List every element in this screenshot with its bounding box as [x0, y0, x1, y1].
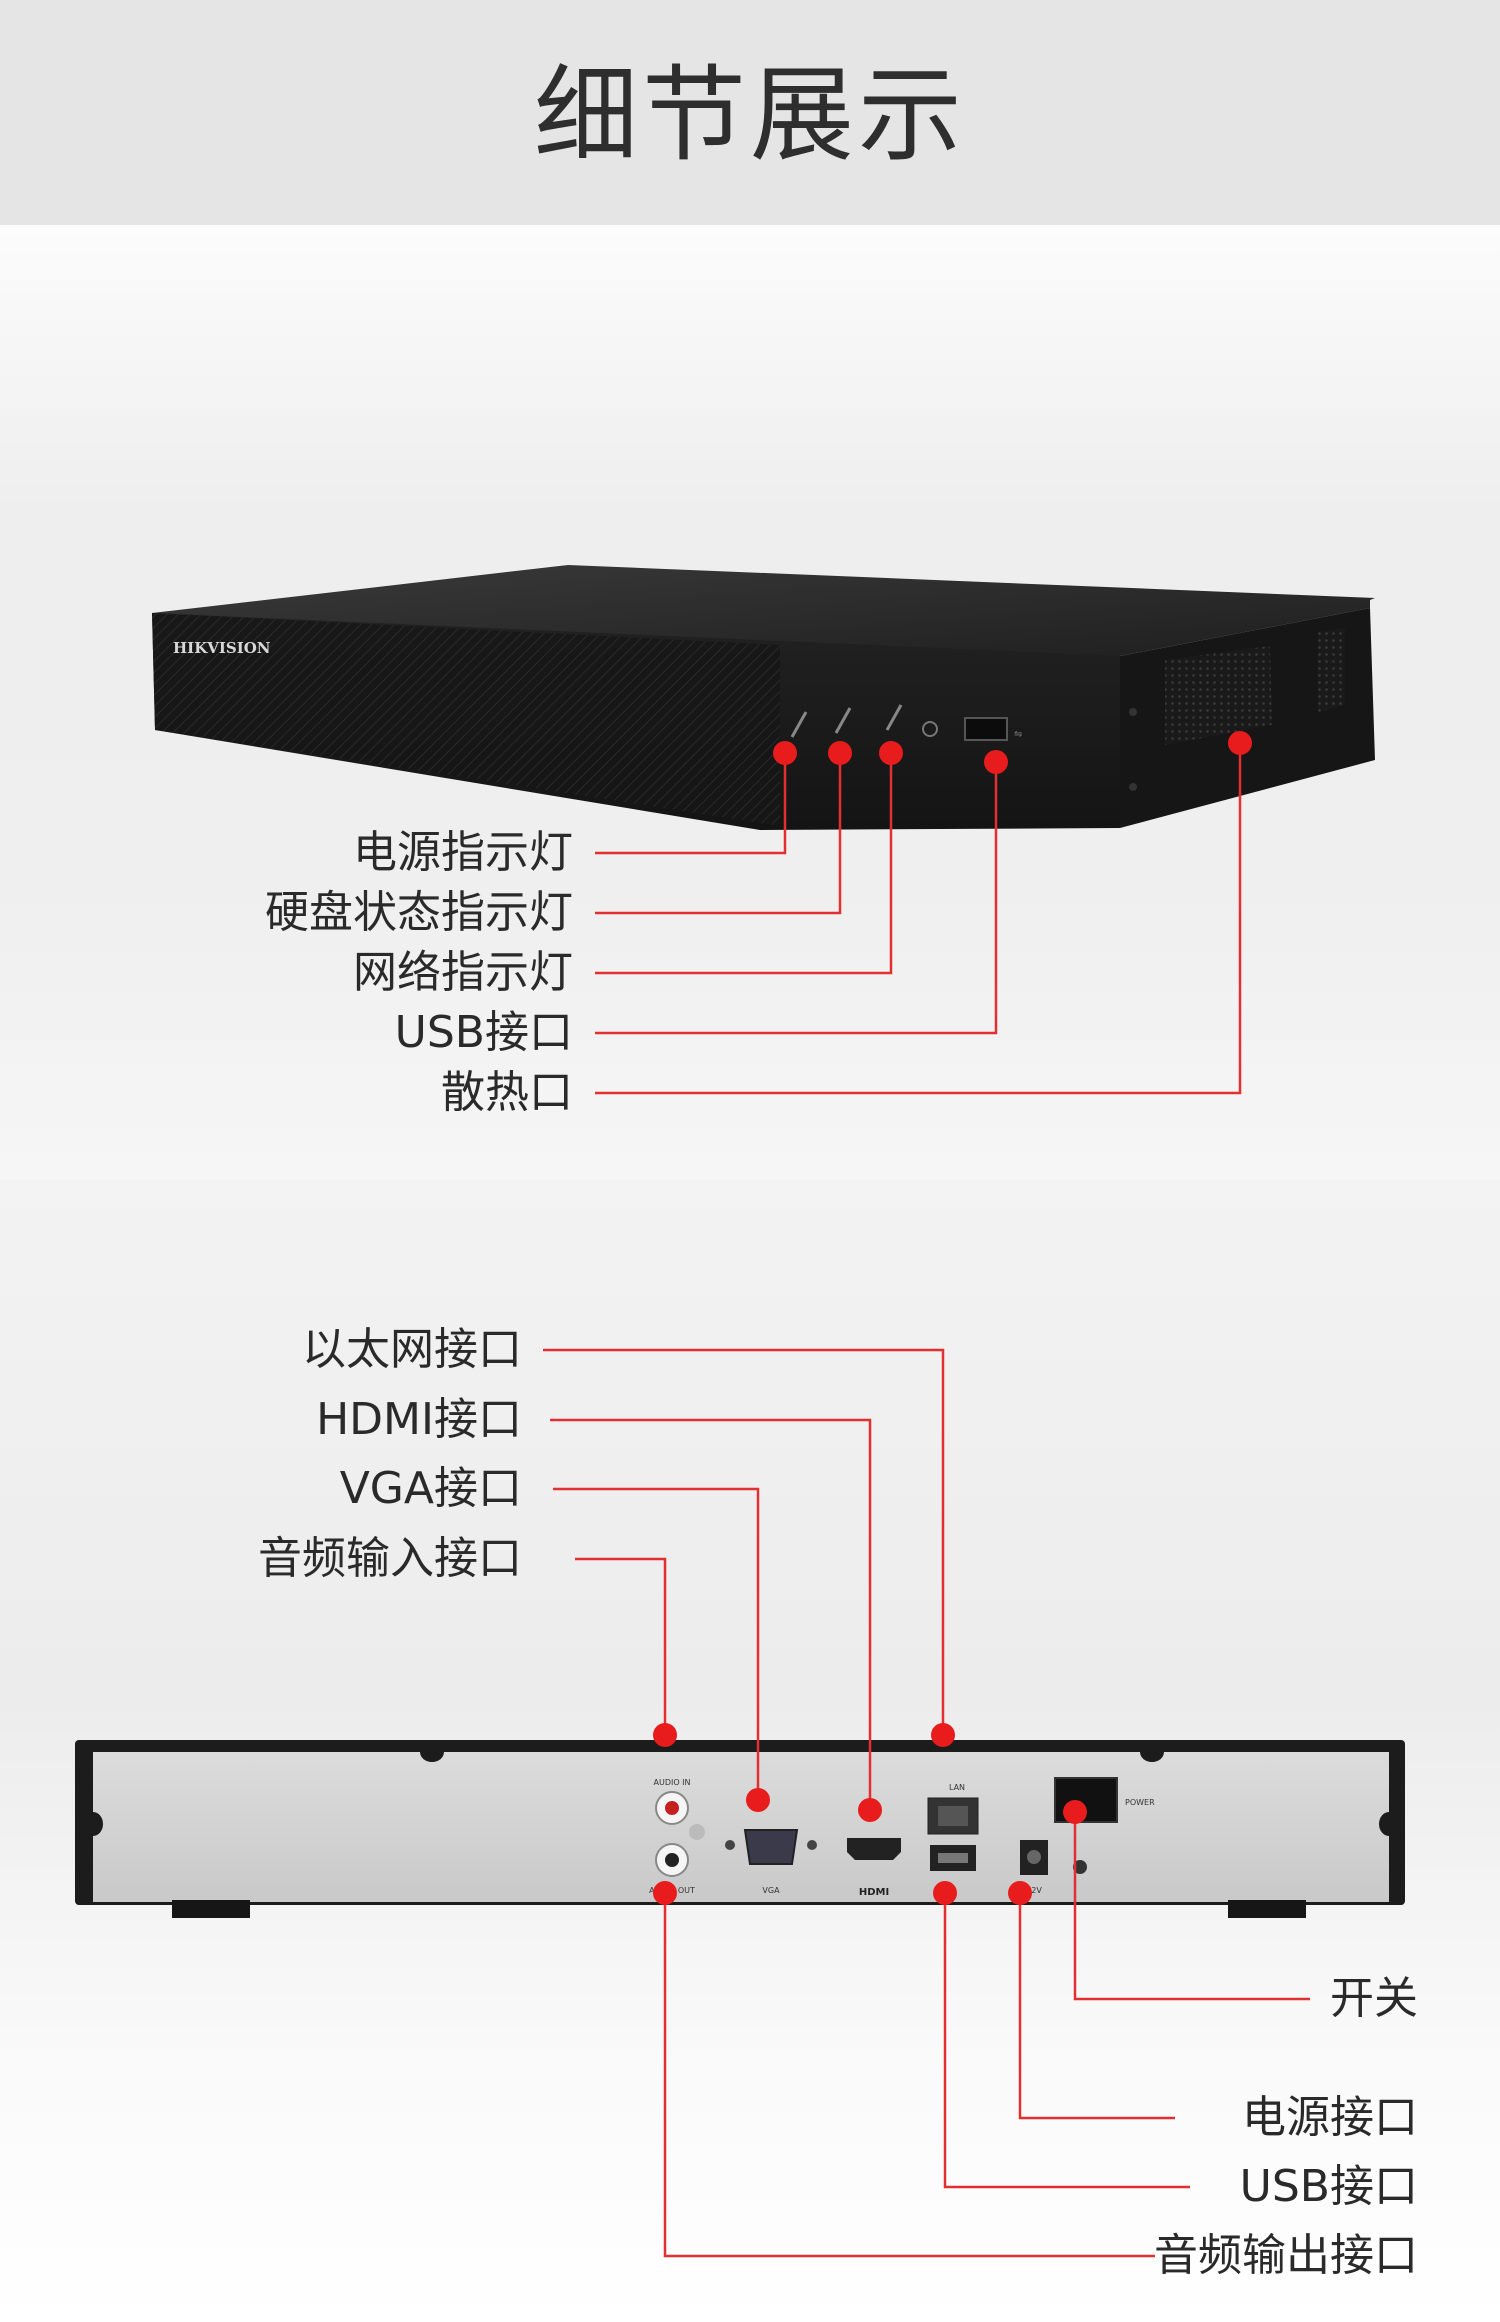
audio-in-mark: AUDIO IN: [653, 1778, 690, 1787]
callout-label-power-led: 电源指示灯: [353, 827, 573, 878]
front-callout-lines: [595, 743, 1242, 1095]
callout-label-audio-in: 音频输入接口: [258, 1533, 522, 1584]
callout-dot-audio-in: [653, 1723, 677, 1747]
callout-label-vent: 散热口: [441, 1067, 573, 1118]
callout-label-vga: VGA接口: [339, 1463, 522, 1514]
callout-dot-audio-out: [653, 1881, 677, 1905]
callout-dot-usb: [984, 750, 1008, 774]
callout-label-net-led: 网络指示灯: [353, 947, 573, 998]
brand-logo: HIKVISION: [173, 639, 271, 657]
callout-dot-vga: [746, 1788, 770, 1812]
power-in-mark: 12V: [1026, 1886, 1042, 1895]
vga-mark: VGA: [762, 1886, 780, 1895]
power-mark: POWER: [1125, 1798, 1155, 1807]
callout-dot-lan: [931, 1723, 955, 1747]
callout-dot-power-led: [773, 741, 797, 765]
callout-label-hdd-led: 硬盘状态指示灯: [265, 887, 573, 938]
vent-grille: [1165, 646, 1272, 745]
svg-text:⇋: ⇋: [1014, 729, 1022, 740]
callout-label-front-usb: USB接口: [394, 1007, 573, 1058]
callout-label-switch: 开关: [1330, 1973, 1418, 2024]
callout-label-lan: 以太网接口: [302, 1324, 522, 1375]
callout-dot-vent: [1228, 731, 1252, 755]
callout-dot-net-led: [879, 741, 903, 765]
front-usb-port: [964, 717, 1008, 741]
lan-mark: LAN: [949, 1783, 965, 1792]
front-callout-dots: [773, 731, 1252, 774]
callout-dot-power: [1008, 1881, 1032, 1905]
callout-dot-switch: [1063, 1800, 1087, 1824]
nvr-rear-view: AUDIO IN AUDIO OUT VGA HDMI LAN 12V POWE…: [75, 1740, 1405, 1918]
hdmi-mark: HDMI: [859, 1887, 889, 1898]
rear-callout-lines: [543, 1348, 1310, 2258]
callout-label-rear-usb: USB接口: [1239, 2161, 1418, 2212]
callout-dot-hdmi: [858, 1798, 882, 1822]
rear-callout-dots: [653, 1723, 1087, 1905]
callout-label-hdmi: HDMI接口: [316, 1394, 522, 1445]
callout-label-power-port: 电源接口: [1242, 2092, 1418, 2143]
nvr-front-view: HIKVISION ⇋: [152, 565, 1375, 830]
callout-label-audio-out: 音频输出接口: [1154, 2230, 1418, 2281]
callout-dot-rear-usb: [933, 1881, 957, 1905]
header-banner: 细节展示: [0, 0, 1500, 225]
callout-dot-hdd-led: [828, 741, 852, 765]
page-title: 细节展示: [533, 54, 966, 176]
